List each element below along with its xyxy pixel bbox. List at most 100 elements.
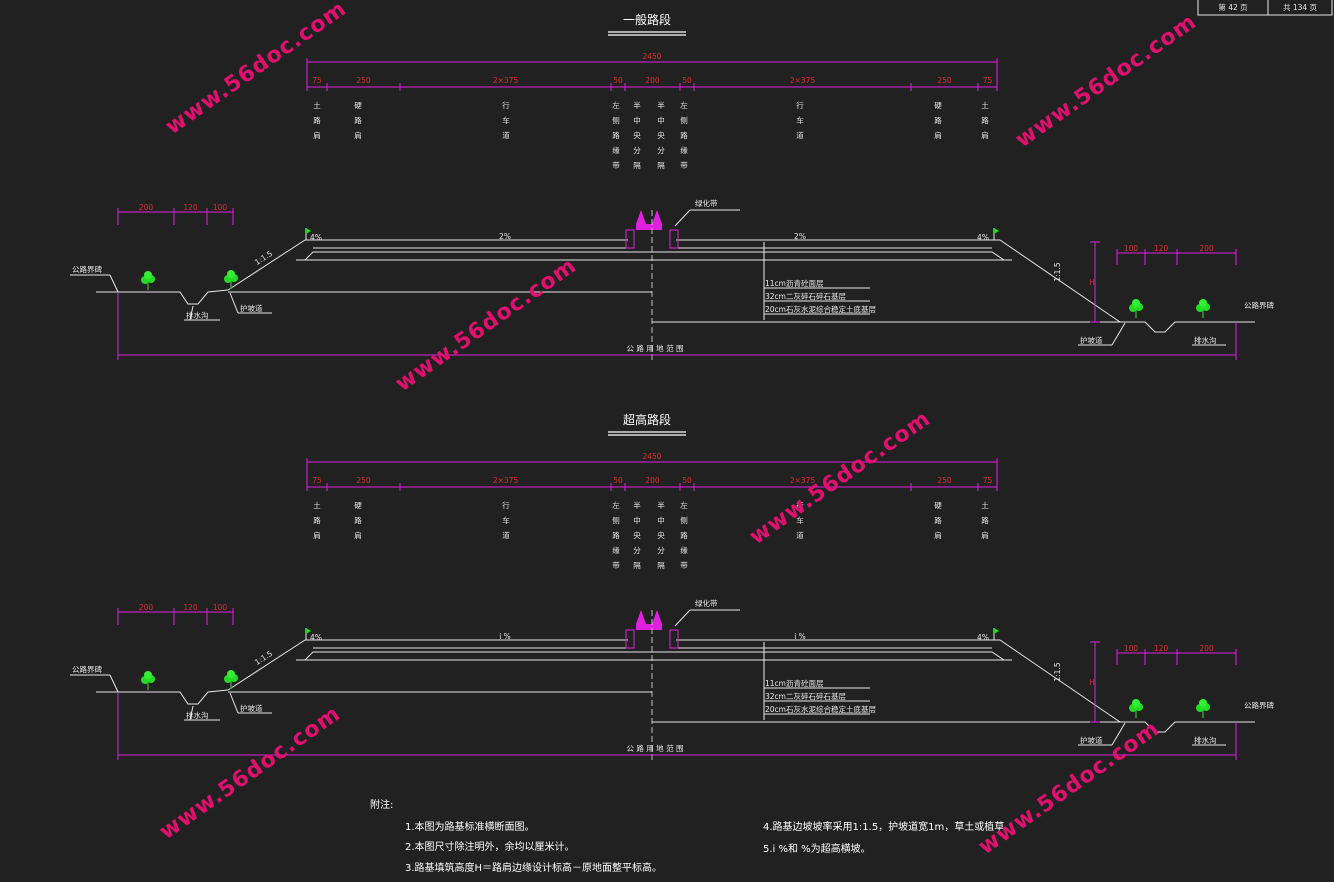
tree-crown bbox=[1132, 699, 1140, 707]
segment-width-label: 50 bbox=[613, 476, 623, 485]
column-label: 左侧路缘带 bbox=[612, 100, 620, 170]
pavement-layer-label: 32cm二灰碎石碎石基层 bbox=[765, 291, 846, 301]
flag-icon bbox=[305, 228, 311, 240]
flag-icon bbox=[993, 228, 999, 240]
median-shrub bbox=[652, 610, 662, 624]
tree-icon bbox=[1196, 299, 1210, 318]
page-number-label: 第 42 页 bbox=[1218, 2, 1248, 12]
column-label: 左侧路缘带 bbox=[680, 100, 688, 170]
median-label: 绿化带 bbox=[695, 598, 718, 608]
left-guard-label: 护坡道 bbox=[240, 303, 263, 313]
pavement-layer-label: 11cm沥青砼面层 bbox=[765, 678, 824, 688]
watermark: www.56doc.com bbox=[161, 0, 351, 140]
section-title: 超高路段 bbox=[623, 412, 671, 427]
tree-crown bbox=[1132, 299, 1140, 307]
tree-crown bbox=[1199, 299, 1207, 307]
column-label: 半中央分隔 bbox=[657, 100, 665, 170]
column-label: 左侧路缘带 bbox=[680, 500, 688, 570]
median-planter bbox=[636, 624, 662, 630]
segment-width-label: 50 bbox=[613, 76, 623, 85]
column-label: 半中央分隔 bbox=[633, 500, 641, 570]
tree-icon bbox=[1129, 699, 1143, 718]
tree-icon bbox=[141, 271, 155, 290]
crossfall-left-label: 2% bbox=[499, 232, 511, 241]
column-label: 行车道 bbox=[502, 100, 510, 140]
right-guard-label: 护坡道 bbox=[1080, 335, 1103, 345]
flag-icon bbox=[993, 628, 999, 640]
right-ditch bbox=[1120, 321, 1255, 333]
note-item: 3.路基填筑高度H＝路肩边缘设计标高－原地面整平标高。 bbox=[405, 861, 662, 874]
flag-cloth bbox=[306, 628, 311, 634]
label-leader bbox=[229, 692, 239, 714]
median-planter bbox=[636, 224, 662, 230]
segment-width-label: 75 bbox=[983, 76, 993, 85]
side-slope-left-label: 1:1.5 bbox=[253, 649, 274, 667]
right-ditch-dimension-label: 120 bbox=[1154, 244, 1169, 253]
segment-width-label: 200 bbox=[645, 76, 660, 85]
left-side-slope bbox=[227, 639, 306, 691]
right-guard-label: 护坡道 bbox=[1080, 735, 1103, 745]
land-use-label: 公 路 用 地 范 围 bbox=[627, 743, 684, 753]
right-ditch-dimension-label: 120 bbox=[1154, 644, 1169, 653]
watermark: www.56doc.com bbox=[1011, 9, 1201, 153]
segment-width-label: 75 bbox=[312, 476, 322, 485]
total-pages-label: 共 134 页 bbox=[1283, 3, 1318, 12]
tree-crown bbox=[144, 271, 152, 279]
left-ditch bbox=[96, 689, 229, 705]
crossfall-right-label: i % bbox=[794, 632, 806, 641]
right-side-slope bbox=[999, 639, 1121, 723]
sheet-info-box: 第 42 页 共 134 页 bbox=[1197, 0, 1333, 16]
watermark: www.56doc.com bbox=[974, 716, 1164, 860]
notes-block: 附注:1.本图为路基标准横断面图。2.本图尺寸除注明外，余均以厘米计。3.路基填… bbox=[370, 798, 1014, 874]
label-leader bbox=[1111, 322, 1126, 346]
total-width-label: 2450 bbox=[642, 52, 661, 61]
right-boundary-label: 公路界碑 bbox=[1244, 300, 1274, 310]
segment-width-label: 50 bbox=[682, 76, 692, 85]
column-label: 左侧路缘带 bbox=[612, 500, 620, 570]
segment-width-label: 75 bbox=[983, 476, 993, 485]
left-ditch-dimension-label: 120 bbox=[183, 603, 198, 612]
label-leader bbox=[1111, 722, 1126, 746]
shoulder-slope-right: 4% bbox=[977, 233, 989, 242]
segment-width-label: 2×375 bbox=[493, 76, 519, 85]
column-label: 硬路肩 bbox=[354, 501, 362, 540]
tree-crown bbox=[227, 270, 235, 278]
median-shrub bbox=[636, 610, 646, 624]
median-curb-left bbox=[625, 229, 635, 249]
segment-width-label: 250 bbox=[356, 476, 371, 485]
shoulder-slope-right: 4% bbox=[977, 633, 989, 642]
median-leader bbox=[674, 609, 691, 627]
right-drain-label: 排水沟 bbox=[1194, 335, 1217, 345]
median-label: 绿化带 bbox=[695, 198, 718, 208]
label-leader bbox=[189, 305, 194, 321]
median-curb-right bbox=[669, 629, 679, 649]
note-item: 5.i %和 %为超高横坡。 bbox=[763, 842, 871, 855]
side-slope-right-label: 1:1.5 bbox=[1053, 262, 1062, 281]
segment-width-label: 250 bbox=[937, 476, 952, 485]
pavement-layer-label: 32cm二灰碎石碎石基层 bbox=[765, 691, 846, 701]
tree-icon bbox=[224, 670, 238, 689]
right-boundary-label: 公路界碑 bbox=[1244, 700, 1274, 710]
height-mark: H bbox=[1089, 678, 1095, 687]
column-label: 硬路肩 bbox=[934, 101, 942, 140]
label-leader bbox=[109, 274, 119, 293]
tree-icon bbox=[1129, 299, 1143, 318]
side-slope-left-label: 1:1.5 bbox=[253, 249, 274, 267]
median-shrub bbox=[636, 210, 646, 224]
section-title: 一般路段 bbox=[623, 12, 671, 27]
crossfall-left-label: i % bbox=[499, 632, 511, 641]
column-label: 土路肩 bbox=[313, 500, 321, 540]
right-ditch-dimension-label: 200 bbox=[1199, 644, 1214, 653]
left-ditch-dimension-label: 120 bbox=[183, 203, 198, 212]
segment-width-label: 250 bbox=[937, 76, 952, 85]
land-use-label: 公 路 用 地 范 围 bbox=[627, 343, 684, 353]
flag-cloth bbox=[306, 228, 311, 234]
left-drain-label: 排水沟 bbox=[186, 710, 209, 720]
pavement-layer-label: 20cm石灰水泥综合稳定土底基层 bbox=[765, 304, 876, 314]
right-ditch bbox=[1120, 721, 1255, 733]
segment-width-label: 2×375 bbox=[790, 476, 816, 485]
pavement-base-outline bbox=[304, 651, 1006, 661]
right-ditch-dimension-label: 100 bbox=[1124, 244, 1139, 253]
